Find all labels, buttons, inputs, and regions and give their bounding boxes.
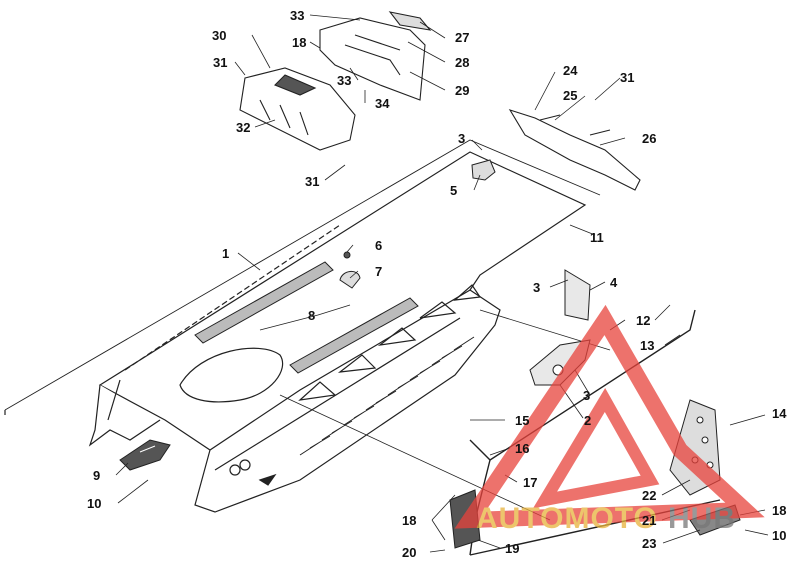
callout-32: 32 [236, 120, 250, 135]
callout-31a: 31 [213, 55, 227, 70]
callout-17: 17 [523, 475, 537, 490]
callout-31c: 31 [305, 174, 319, 189]
callout-34: 34 [375, 96, 390, 111]
callout-3c: 3 [583, 388, 590, 403]
callout-11: 11 [590, 230, 604, 245]
callouts: 1 2 3 3 3 4 5 6 7 8 9 10 10 11 12 13 14 … [87, 8, 787, 560]
callout-26: 26 [642, 131, 656, 146]
leader-lines [115, 14, 769, 553]
callout-3b: 3 [533, 280, 540, 295]
watermark-text-2: HUB [668, 502, 736, 535]
callout-33a: 33 [290, 8, 304, 23]
callout-27: 27 [455, 30, 469, 45]
left-footrest [119, 439, 171, 471]
callout-5: 5 [450, 183, 457, 198]
callout-12: 12 [636, 313, 650, 328]
callout-22: 22 [642, 488, 656, 503]
callout-6: 6 [375, 238, 382, 253]
callout-7: 7 [375, 264, 382, 279]
callout-15: 15 [515, 413, 529, 428]
callout-9: 9 [93, 468, 100, 483]
rear-brackets [529, 269, 591, 386]
watermark-text-1: AUTOMOTO [476, 502, 658, 535]
small-caps [339, 159, 496, 289]
callout-23: 23 [642, 536, 656, 551]
callout-19: 19 [505, 541, 519, 556]
callout-18c: 18 [772, 503, 786, 518]
callout-14: 14 [772, 406, 787, 421]
insulation-strips [194, 261, 419, 374]
callout-24: 24 [563, 63, 578, 78]
callout-30: 30 [212, 28, 226, 43]
callout-33b: 33 [337, 73, 351, 88]
callout-4: 4 [610, 275, 618, 290]
callout-18a: 18 [292, 35, 306, 50]
tunnel-assembly [4, 139, 611, 521]
callout-31b: 31 [620, 70, 634, 85]
callout-21: 21 [642, 513, 656, 528]
callout-10b: 10 [772, 528, 786, 543]
callout-1: 1 [222, 246, 229, 261]
callout-20: 20 [402, 545, 416, 560]
callout-13: 13 [640, 338, 654, 353]
callout-25: 25 [563, 88, 577, 103]
callout-16: 16 [515, 441, 529, 456]
watermark: AUTOMOTO HUB [454, 304, 765, 535]
seat-base [319, 11, 432, 101]
callout-2: 2 [584, 413, 591, 428]
callout-29: 29 [455, 83, 469, 98]
callout-8: 8 [308, 308, 315, 323]
rear-cover [508, 109, 641, 191]
callout-10a: 10 [87, 496, 101, 511]
console-cover [239, 67, 356, 151]
callout-3a: 3 [458, 131, 465, 146]
callout-18b: 18 [402, 513, 416, 528]
callout-28: 28 [455, 55, 469, 70]
